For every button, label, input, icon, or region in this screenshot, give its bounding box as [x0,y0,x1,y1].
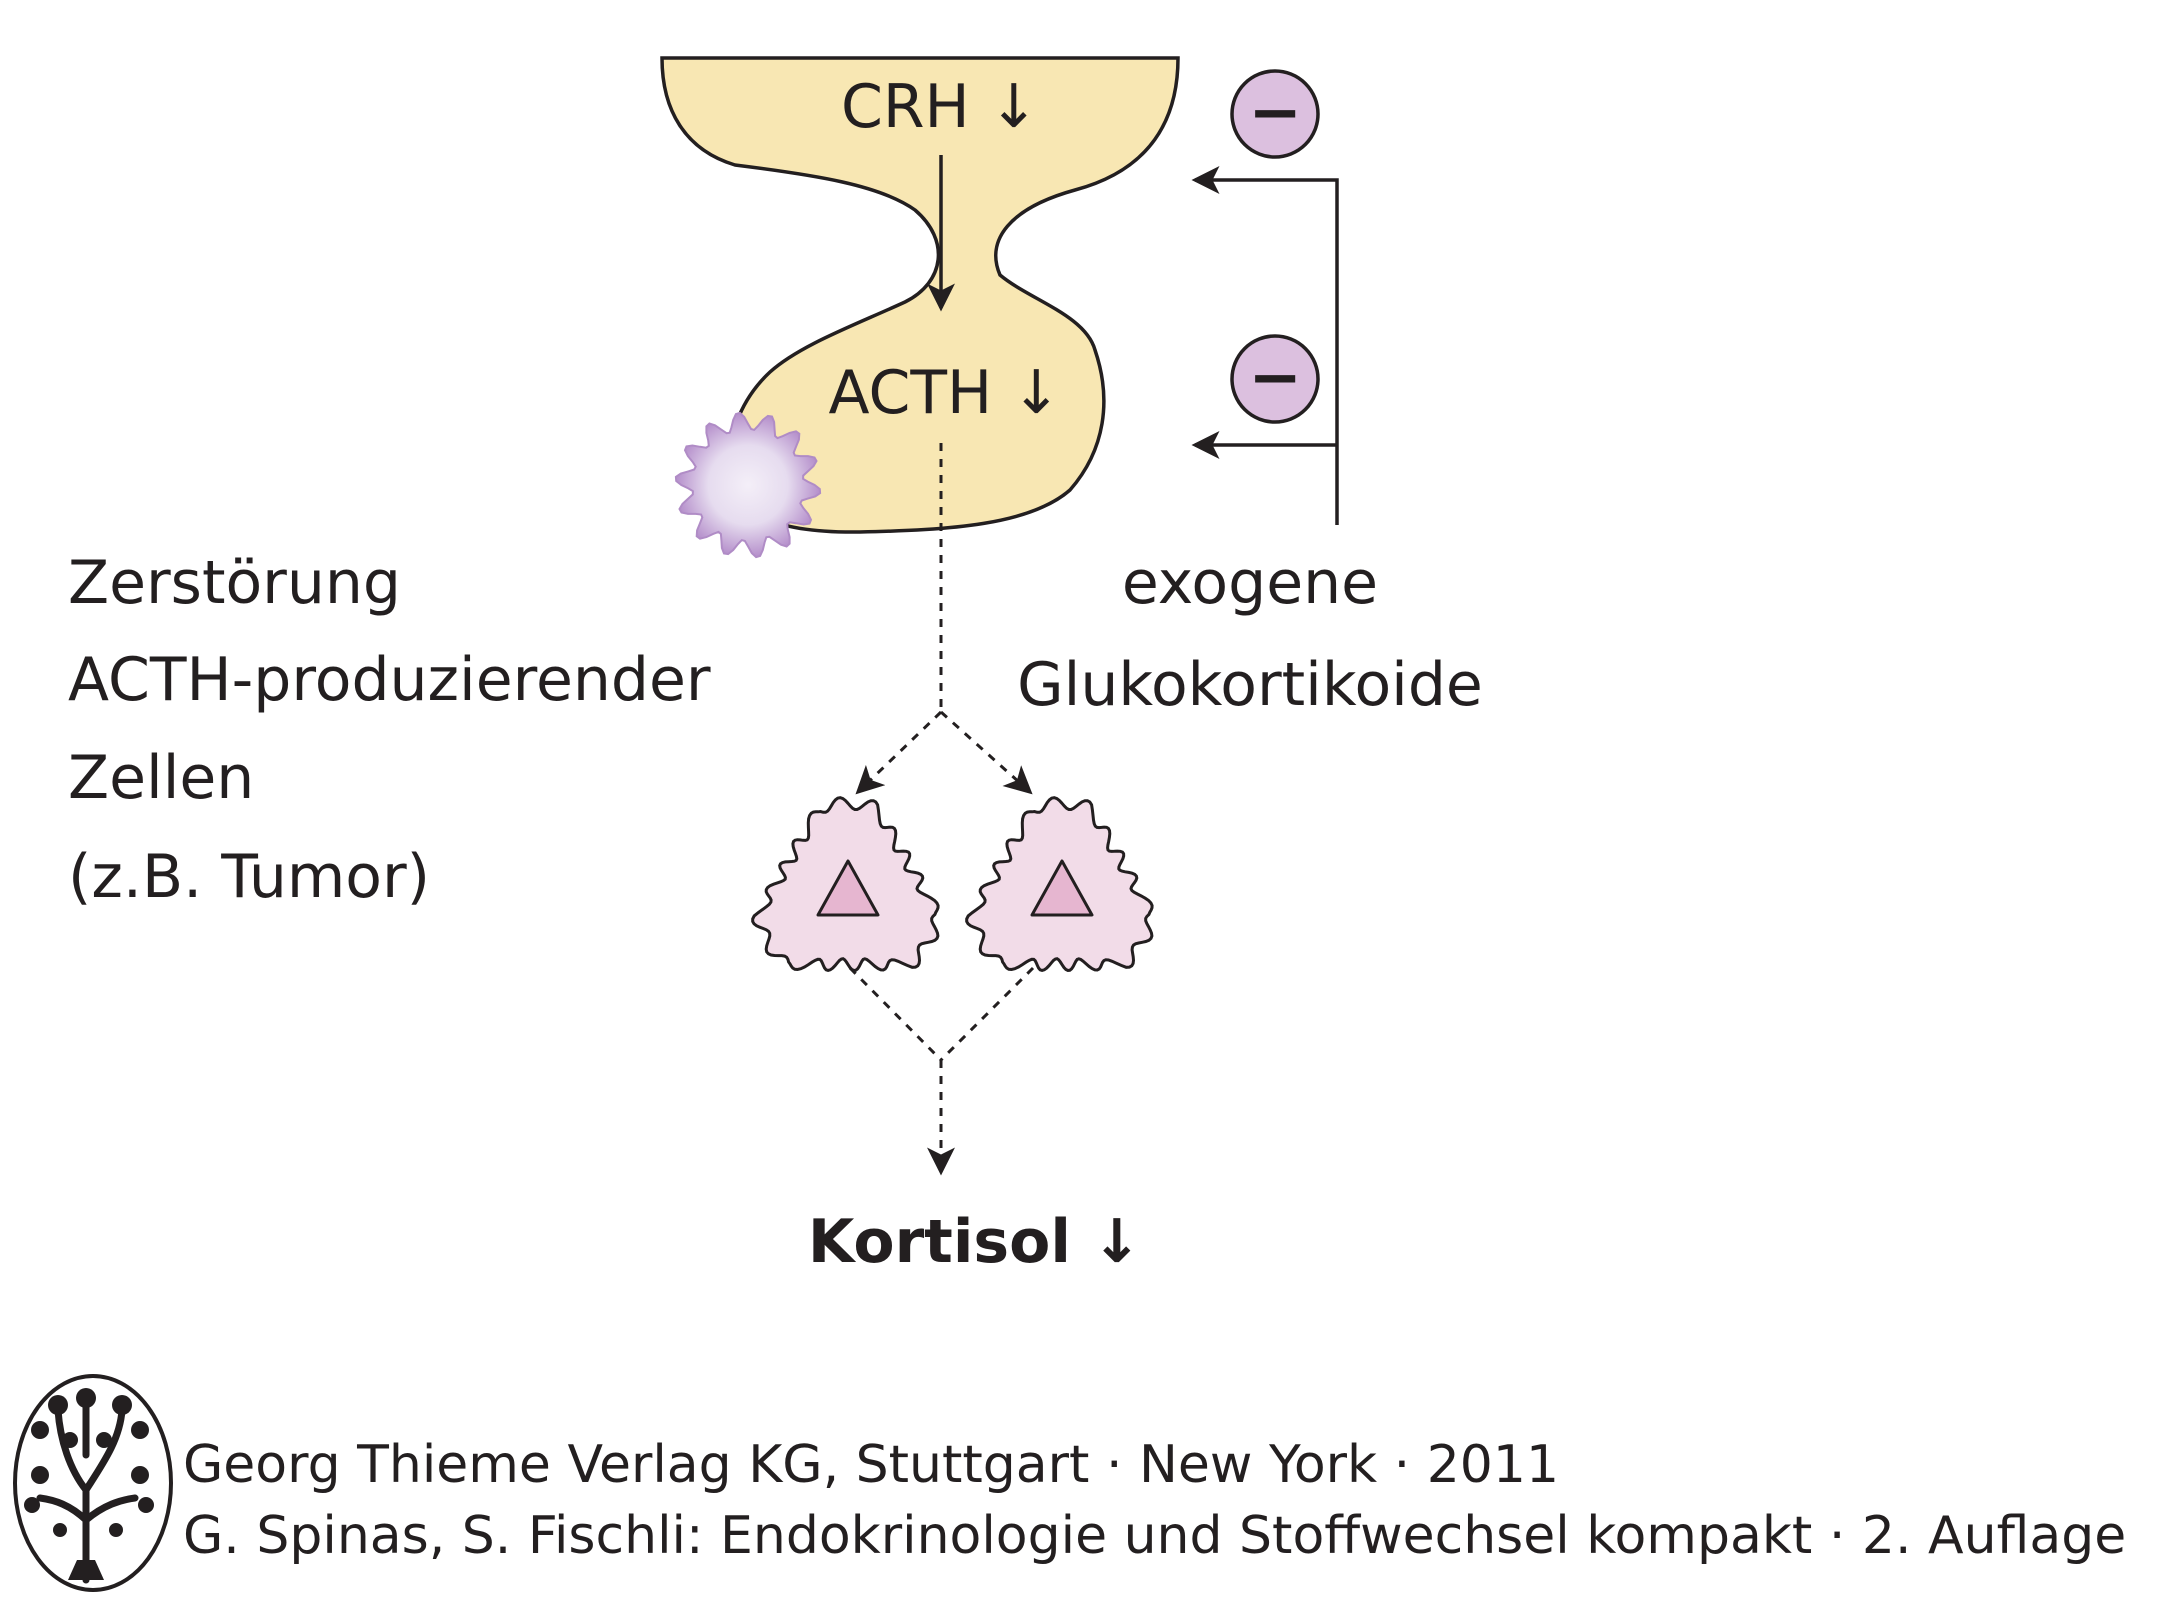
destruction-label-line1: Zerstörung [68,548,401,618]
feedback-bracket [1191,166,1339,525]
destruction-label-line4: (z.B. Tumor) [68,842,430,912]
left-adrenal-to-kortisol-line [848,966,943,1062]
pituitary-outline [660,56,1180,534]
acth-to-right-adrenal-arrow [939,710,1033,795]
acth-to-left-adrenal-arrow [855,710,943,795]
destruction-label-line3: Zellen [68,743,254,813]
kortisol-label: Kortisol ↓ [808,1207,1142,1277]
acth-label: ACTH ↓ [829,358,1062,428]
inhibition-marker-crh: − [1230,69,1320,159]
minus-icon: − [1248,341,1302,415]
right-adrenal-gland [965,796,1154,973]
publisher-credit-line2: G. Spinas, S. Fischli: Endokrinologie un… [183,1506,2126,1566]
exogenous-label-line2: Glukokortikoide [1017,650,1483,720]
crh-label: CRH ↓ [841,72,1039,142]
destruction-label-line2: ACTH-produzierender [68,645,711,715]
inhibition-marker-acth: − [1230,334,1320,424]
left-adrenal-gland [751,796,940,973]
publisher-logo [13,1374,173,1592]
minus-icon: − [1248,76,1302,150]
right-adrenal-to-kortisol-line [939,966,1035,1062]
publisher-credit-line1: Georg Thieme Verlag KG, Stuttgart · New … [183,1435,1559,1495]
exogenous-label-line1: exogene [1122,548,1378,618]
tumor-shape [674,411,822,559]
